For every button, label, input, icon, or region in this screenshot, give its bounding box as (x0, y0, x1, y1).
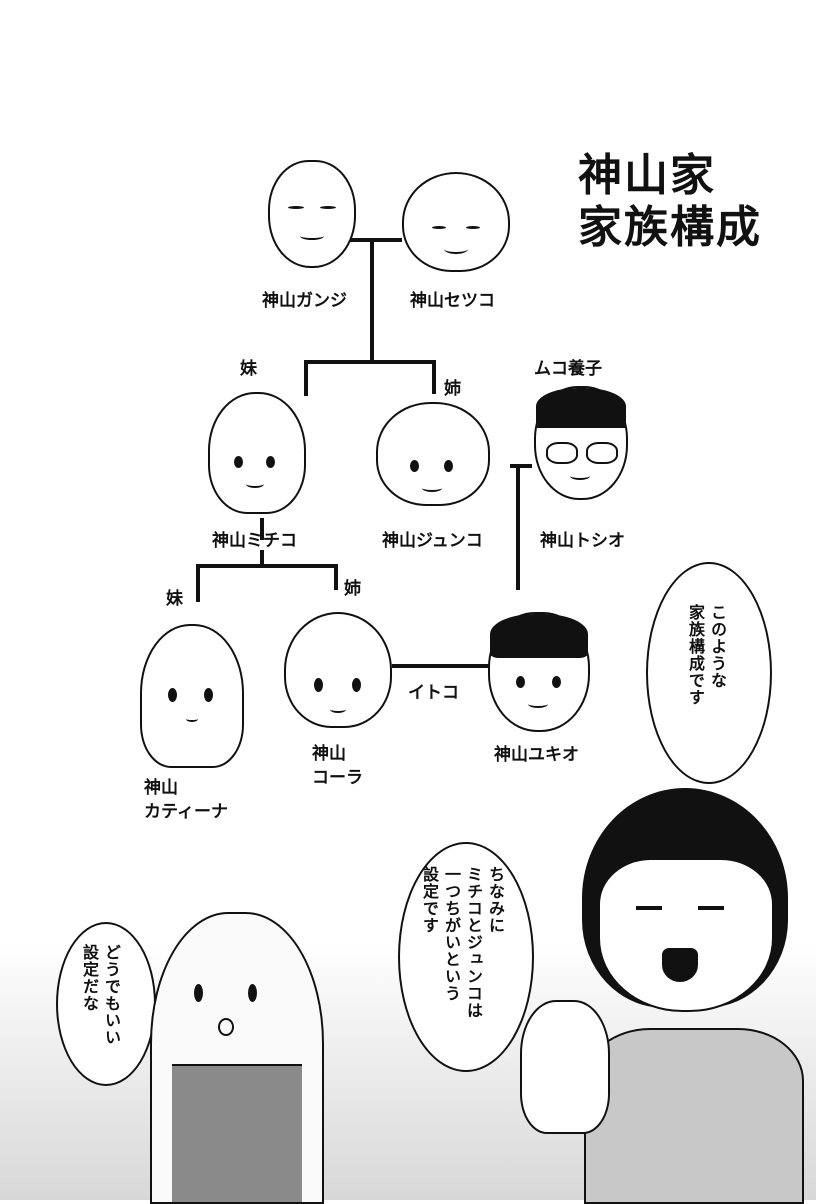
junko-name: 神山ジュンコ (382, 531, 483, 551)
michiko-portrait (208, 392, 306, 514)
yukio-portrait (488, 612, 590, 732)
junko-relation-label: 姉 (444, 379, 461, 399)
ganji-portrait (268, 160, 356, 268)
katina-name: 神山 カティーナ (144, 776, 228, 824)
bubble-chinami-line-3: 一つちがいという (442, 866, 461, 1002)
michiko-name: 神山ミチコ (212, 531, 297, 551)
katina-relation-label: 妹 (166, 589, 183, 609)
kora-name-line-1: 神山 (312, 744, 346, 764)
bubble-chinami-text: ちなみに ミチコとジュンコは 一つちがいという 設定です (418, 866, 506, 1019)
speech-bubble-chinami (398, 842, 534, 1072)
girl-character-right (566, 788, 804, 1204)
bubble-family-line-1: このような (708, 604, 727, 689)
bubble-chinami-line-2: ミチコとジュンコは (464, 866, 483, 1019)
yukio-name: 神山ユキオ (494, 745, 579, 765)
bubble-doudemo-text: どうでもいい 設定だな (78, 944, 122, 1046)
ganji-name: 神山ガンジ (262, 291, 347, 311)
speech-bubble-doudemo (56, 922, 156, 1086)
bubble-doudemo-line-1: どうでもいい (102, 944, 121, 1046)
page-title: 神山家 家族構成 (578, 150, 762, 254)
title-line-1: 神山家 (578, 150, 716, 201)
junko-portrait (376, 402, 490, 506)
kora-name-line-2: コーラ (312, 768, 363, 788)
toshio-portrait (534, 386, 628, 500)
setsuko-name: 神山セツコ (410, 291, 495, 311)
toshio-relation-label: ムコ養子 (534, 359, 602, 379)
bubble-family-text: このような 家族構成です (684, 604, 728, 706)
waving-hand (520, 1000, 610, 1134)
title-line-2: 家族構成 (578, 202, 762, 253)
katina-name-line-2: カティーナ (144, 802, 228, 822)
bubble-family-line-2: 家族構成です (686, 604, 705, 706)
katina-name-line-1: 神山 (144, 778, 178, 798)
kora-portrait (284, 612, 392, 728)
speech-bubble-family (646, 562, 772, 784)
kora-relation-label: 姉 (344, 579, 361, 599)
girl-character-left (150, 912, 324, 1204)
itoko-label: イトコ (408, 683, 459, 703)
bubble-chinami-line-4: 設定です (420, 866, 439, 934)
bubble-doudemo-line-2: 設定だな (80, 944, 99, 1012)
katina-portrait (140, 624, 244, 768)
setsuko-portrait (402, 172, 510, 272)
bubble-chinami-line-1: ちなみに (486, 866, 505, 934)
toshio-name: 神山トシオ (540, 531, 625, 551)
michiko-relation-label: 妹 (240, 359, 257, 379)
kora-name: 神山 コーラ (312, 742, 363, 790)
